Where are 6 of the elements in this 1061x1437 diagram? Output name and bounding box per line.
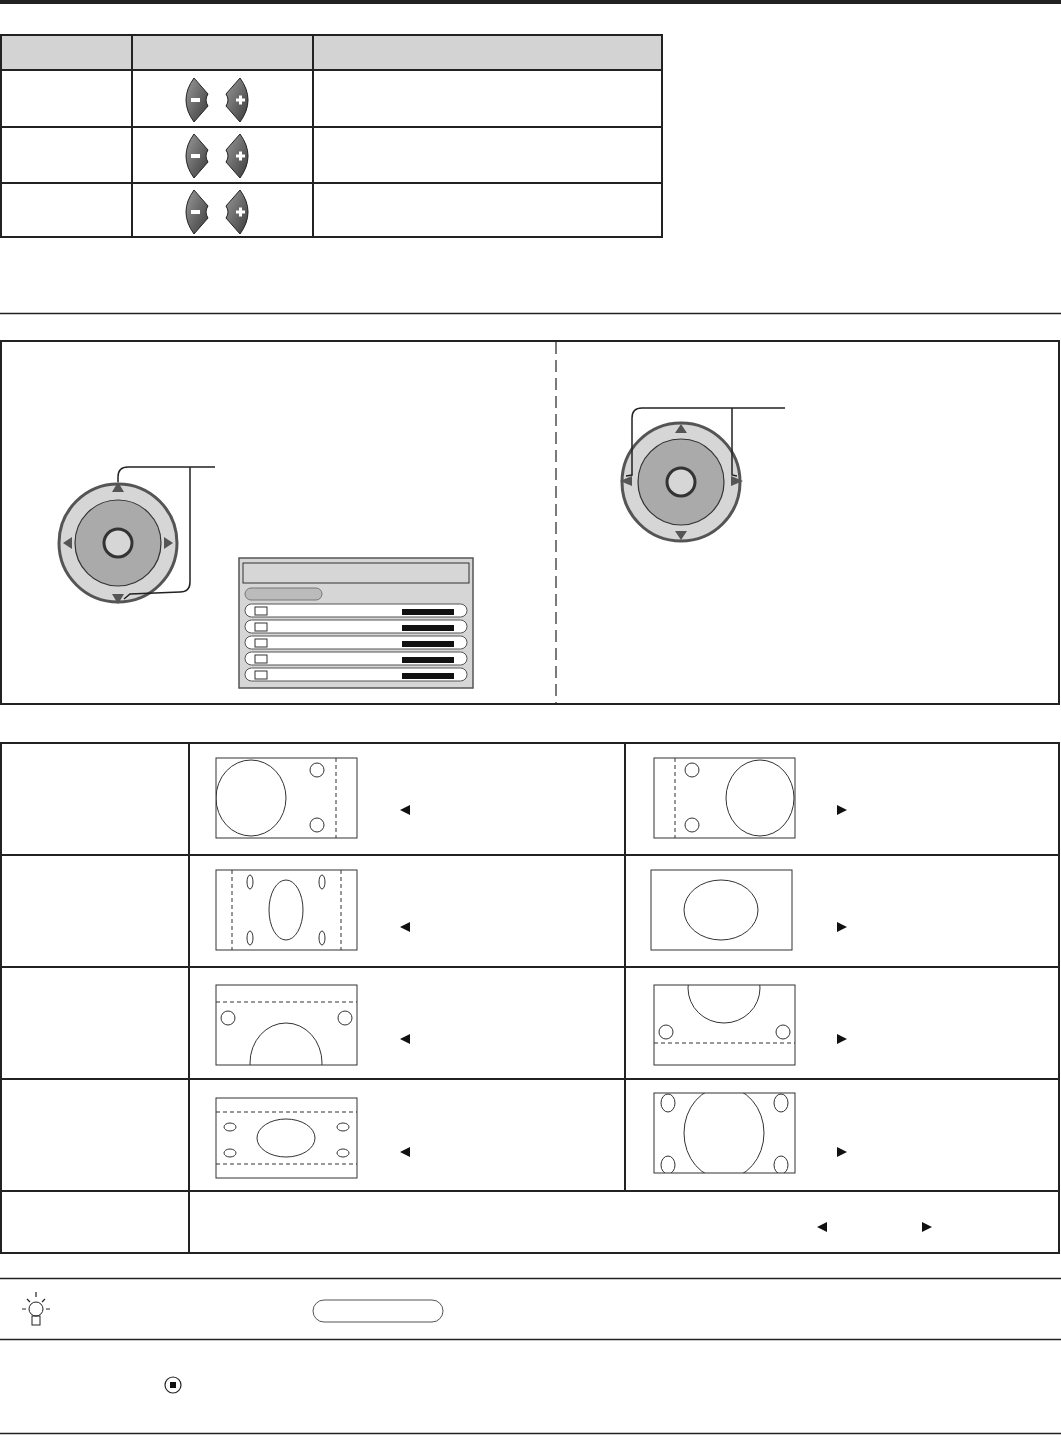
arrow-button	[620, 476, 632, 486]
leader-line	[123, 466, 191, 600]
arrow-button	[731, 476, 743, 486]
arrow-button	[112, 482, 124, 492]
leader-line	[731, 407, 738, 477]
arrow-button	[112, 594, 124, 604]
